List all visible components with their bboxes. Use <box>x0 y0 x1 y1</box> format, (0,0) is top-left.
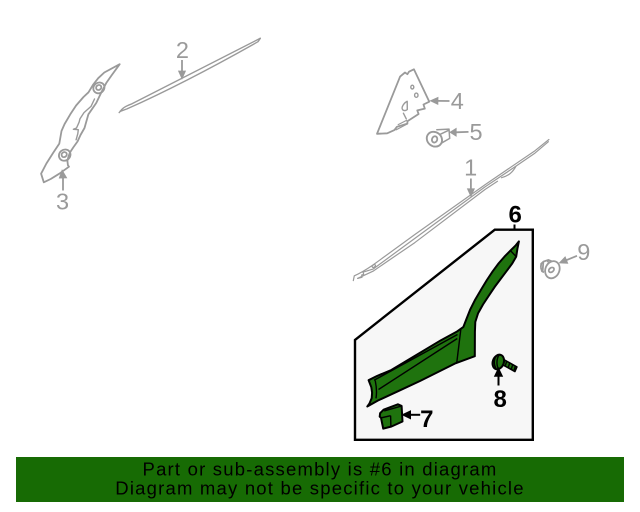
svg-text:1: 1 <box>464 155 477 181</box>
svg-text:9: 9 <box>577 239 590 265</box>
svg-text:3: 3 <box>56 189 69 215</box>
svg-text:Part or sub-assembly is #6 in: Part or sub-assembly is #6 in diagram <box>143 459 498 480</box>
svg-text:8: 8 <box>494 386 507 413</box>
svg-text:4: 4 <box>451 88 464 114</box>
svg-text:Diagram may not be specific to: Diagram may not be specific to your vehi… <box>115 478 524 499</box>
svg-text:2: 2 <box>176 37 189 63</box>
svg-text:5: 5 <box>470 119 483 145</box>
svg-text:7: 7 <box>420 406 433 433</box>
svg-text:6: 6 <box>509 201 522 228</box>
